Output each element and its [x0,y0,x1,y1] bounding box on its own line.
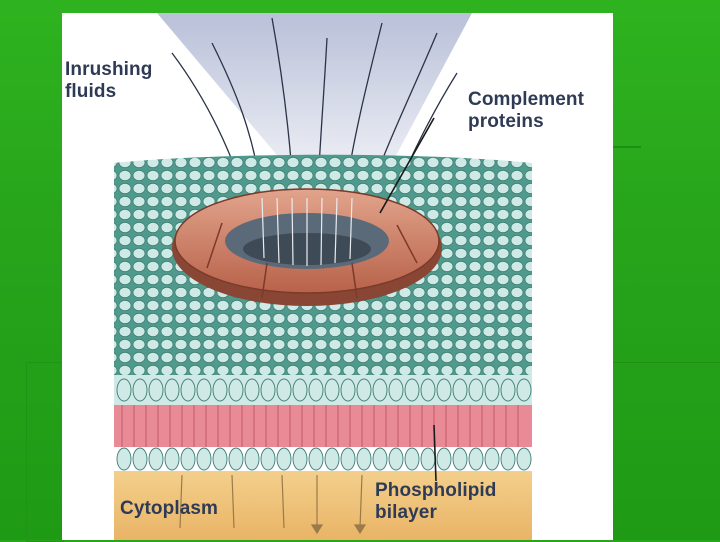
phospholipid-bilayer-label: Phospholipid bilayer [375,480,497,524]
decorative-frame-left [26,362,64,542]
phospholipid-bilayer-section [114,375,532,470]
inrushing-fluids-label: Inrushing fluids [65,59,152,103]
decorative-line-lower-right [613,362,720,363]
decorative-line-right [613,146,641,148]
complement-proteins-label: Complement proteins [468,89,584,133]
fluid-funnel [157,13,472,173]
membrane-attack-complex-figure: Inrushing fluids Complement proteins Cyt… [62,13,613,540]
cytoplasm-label: Cytoplasm [120,498,218,520]
complement-protein-ring [172,189,442,306]
